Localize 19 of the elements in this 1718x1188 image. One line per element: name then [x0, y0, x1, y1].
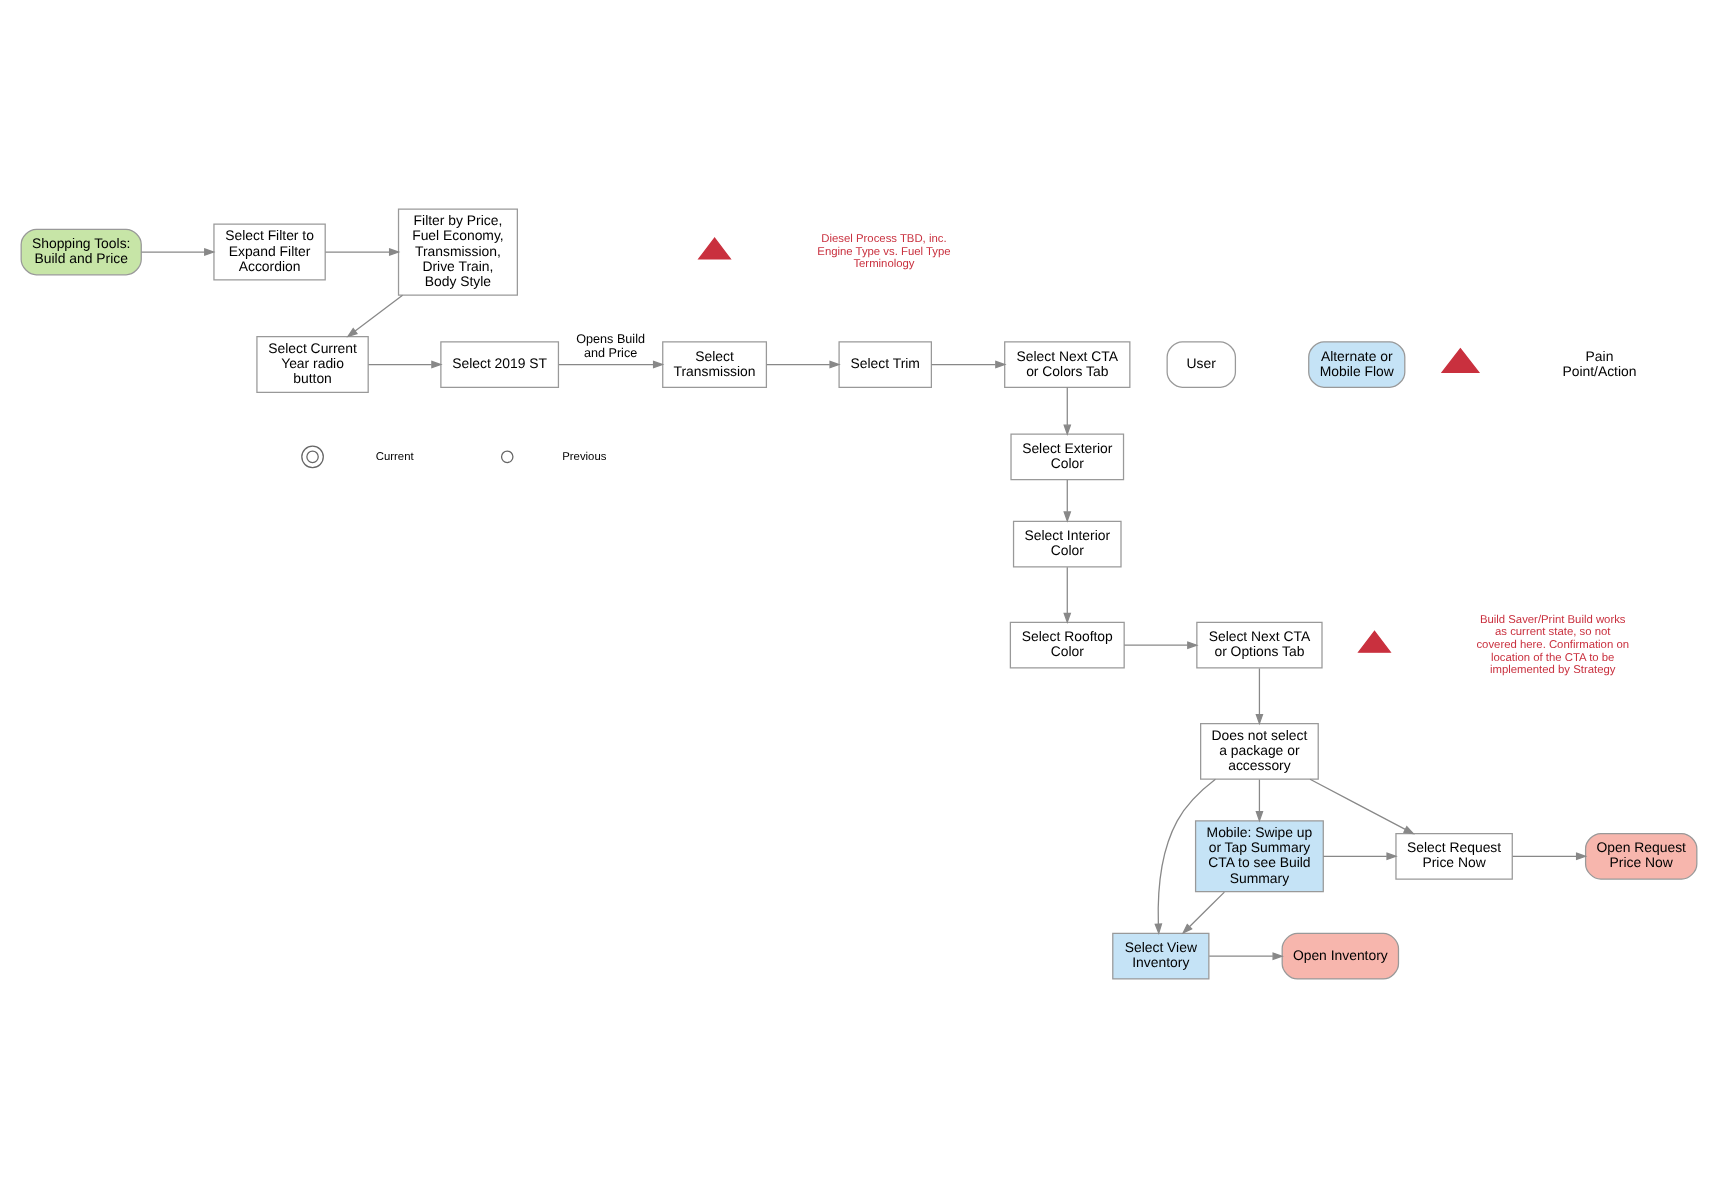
arrow — [1063, 386, 1072, 436]
arrow — [346, 294, 404, 338]
arrow — [1208, 952, 1284, 961]
arrow — [1123, 641, 1199, 650]
arrow — [1154, 778, 1217, 935]
arrow — [1322, 852, 1398, 861]
arrow — [558, 360, 665, 369]
arrow — [324, 248, 401, 257]
arrow — [1063, 566, 1072, 625]
arrow — [1063, 479, 1072, 523]
arrow — [1309, 778, 1415, 835]
arrow — [1255, 667, 1264, 726]
arrow — [930, 360, 1007, 369]
arrow — [140, 248, 216, 257]
arrow — [1255, 778, 1264, 823]
arrow — [367, 360, 443, 369]
arrow — [1181, 891, 1226, 935]
arrow — [1511, 852, 1588, 861]
arrow — [765, 360, 841, 369]
